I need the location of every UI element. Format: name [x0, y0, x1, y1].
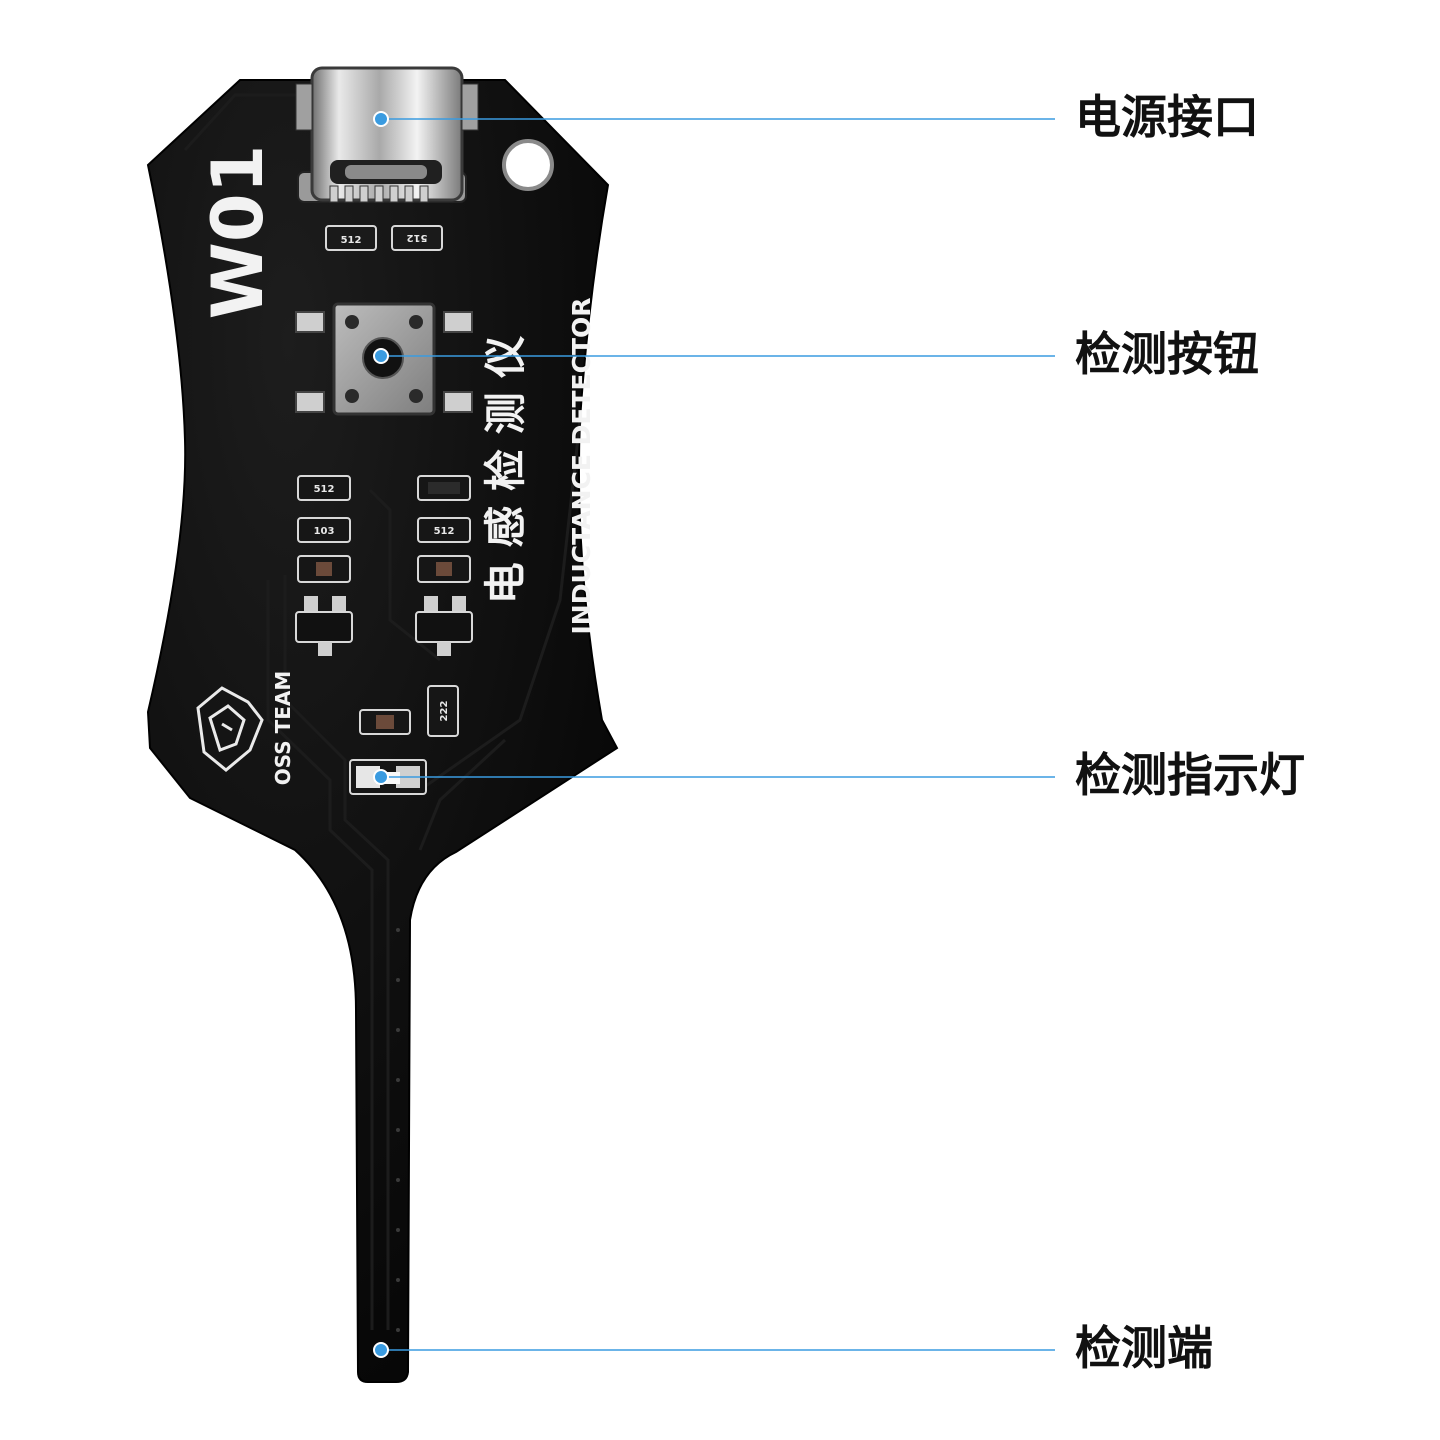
product-name-en: INDUCTANCE DETECTOR: [567, 298, 596, 635]
resistor-code-4: 512: [434, 526, 455, 537]
capacitor-code-1: 103: [314, 526, 335, 537]
resistor-code-1: 512: [341, 235, 362, 246]
callout-power-port: 电源接口: [1075, 90, 1259, 144]
resistor-code-5: 222: [439, 701, 450, 722]
callout-probe-tip: 检测端: [1075, 1321, 1213, 1375]
callout-indicator-led: 检测指示灯: [1075, 748, 1305, 802]
mounting-hole: [502, 139, 554, 191]
smd-components-right: 512 222: [415, 475, 473, 737]
callout-detect-button: 检测按钮: [1075, 327, 1259, 381]
resistor-pair-top: 512 512: [325, 225, 443, 251]
resistor-code-2: 512: [407, 232, 428, 243]
smd-components-left: 512 103: [295, 475, 353, 656]
probe-trace-dots: [396, 928, 400, 1332]
model-mark: W01: [197, 145, 279, 320]
product-name-cn: 电 感 检 测 仪: [481, 336, 530, 605]
usb-c-port: [295, 66, 479, 203]
callout-leaders: [373, 111, 1055, 1358]
brand-mark: OSS TEAM: [271, 671, 295, 786]
oss-team-logo: [196, 686, 264, 772]
resistor-code-3: 512: [314, 484, 335, 495]
pcb-traces: [183, 93, 582, 1330]
